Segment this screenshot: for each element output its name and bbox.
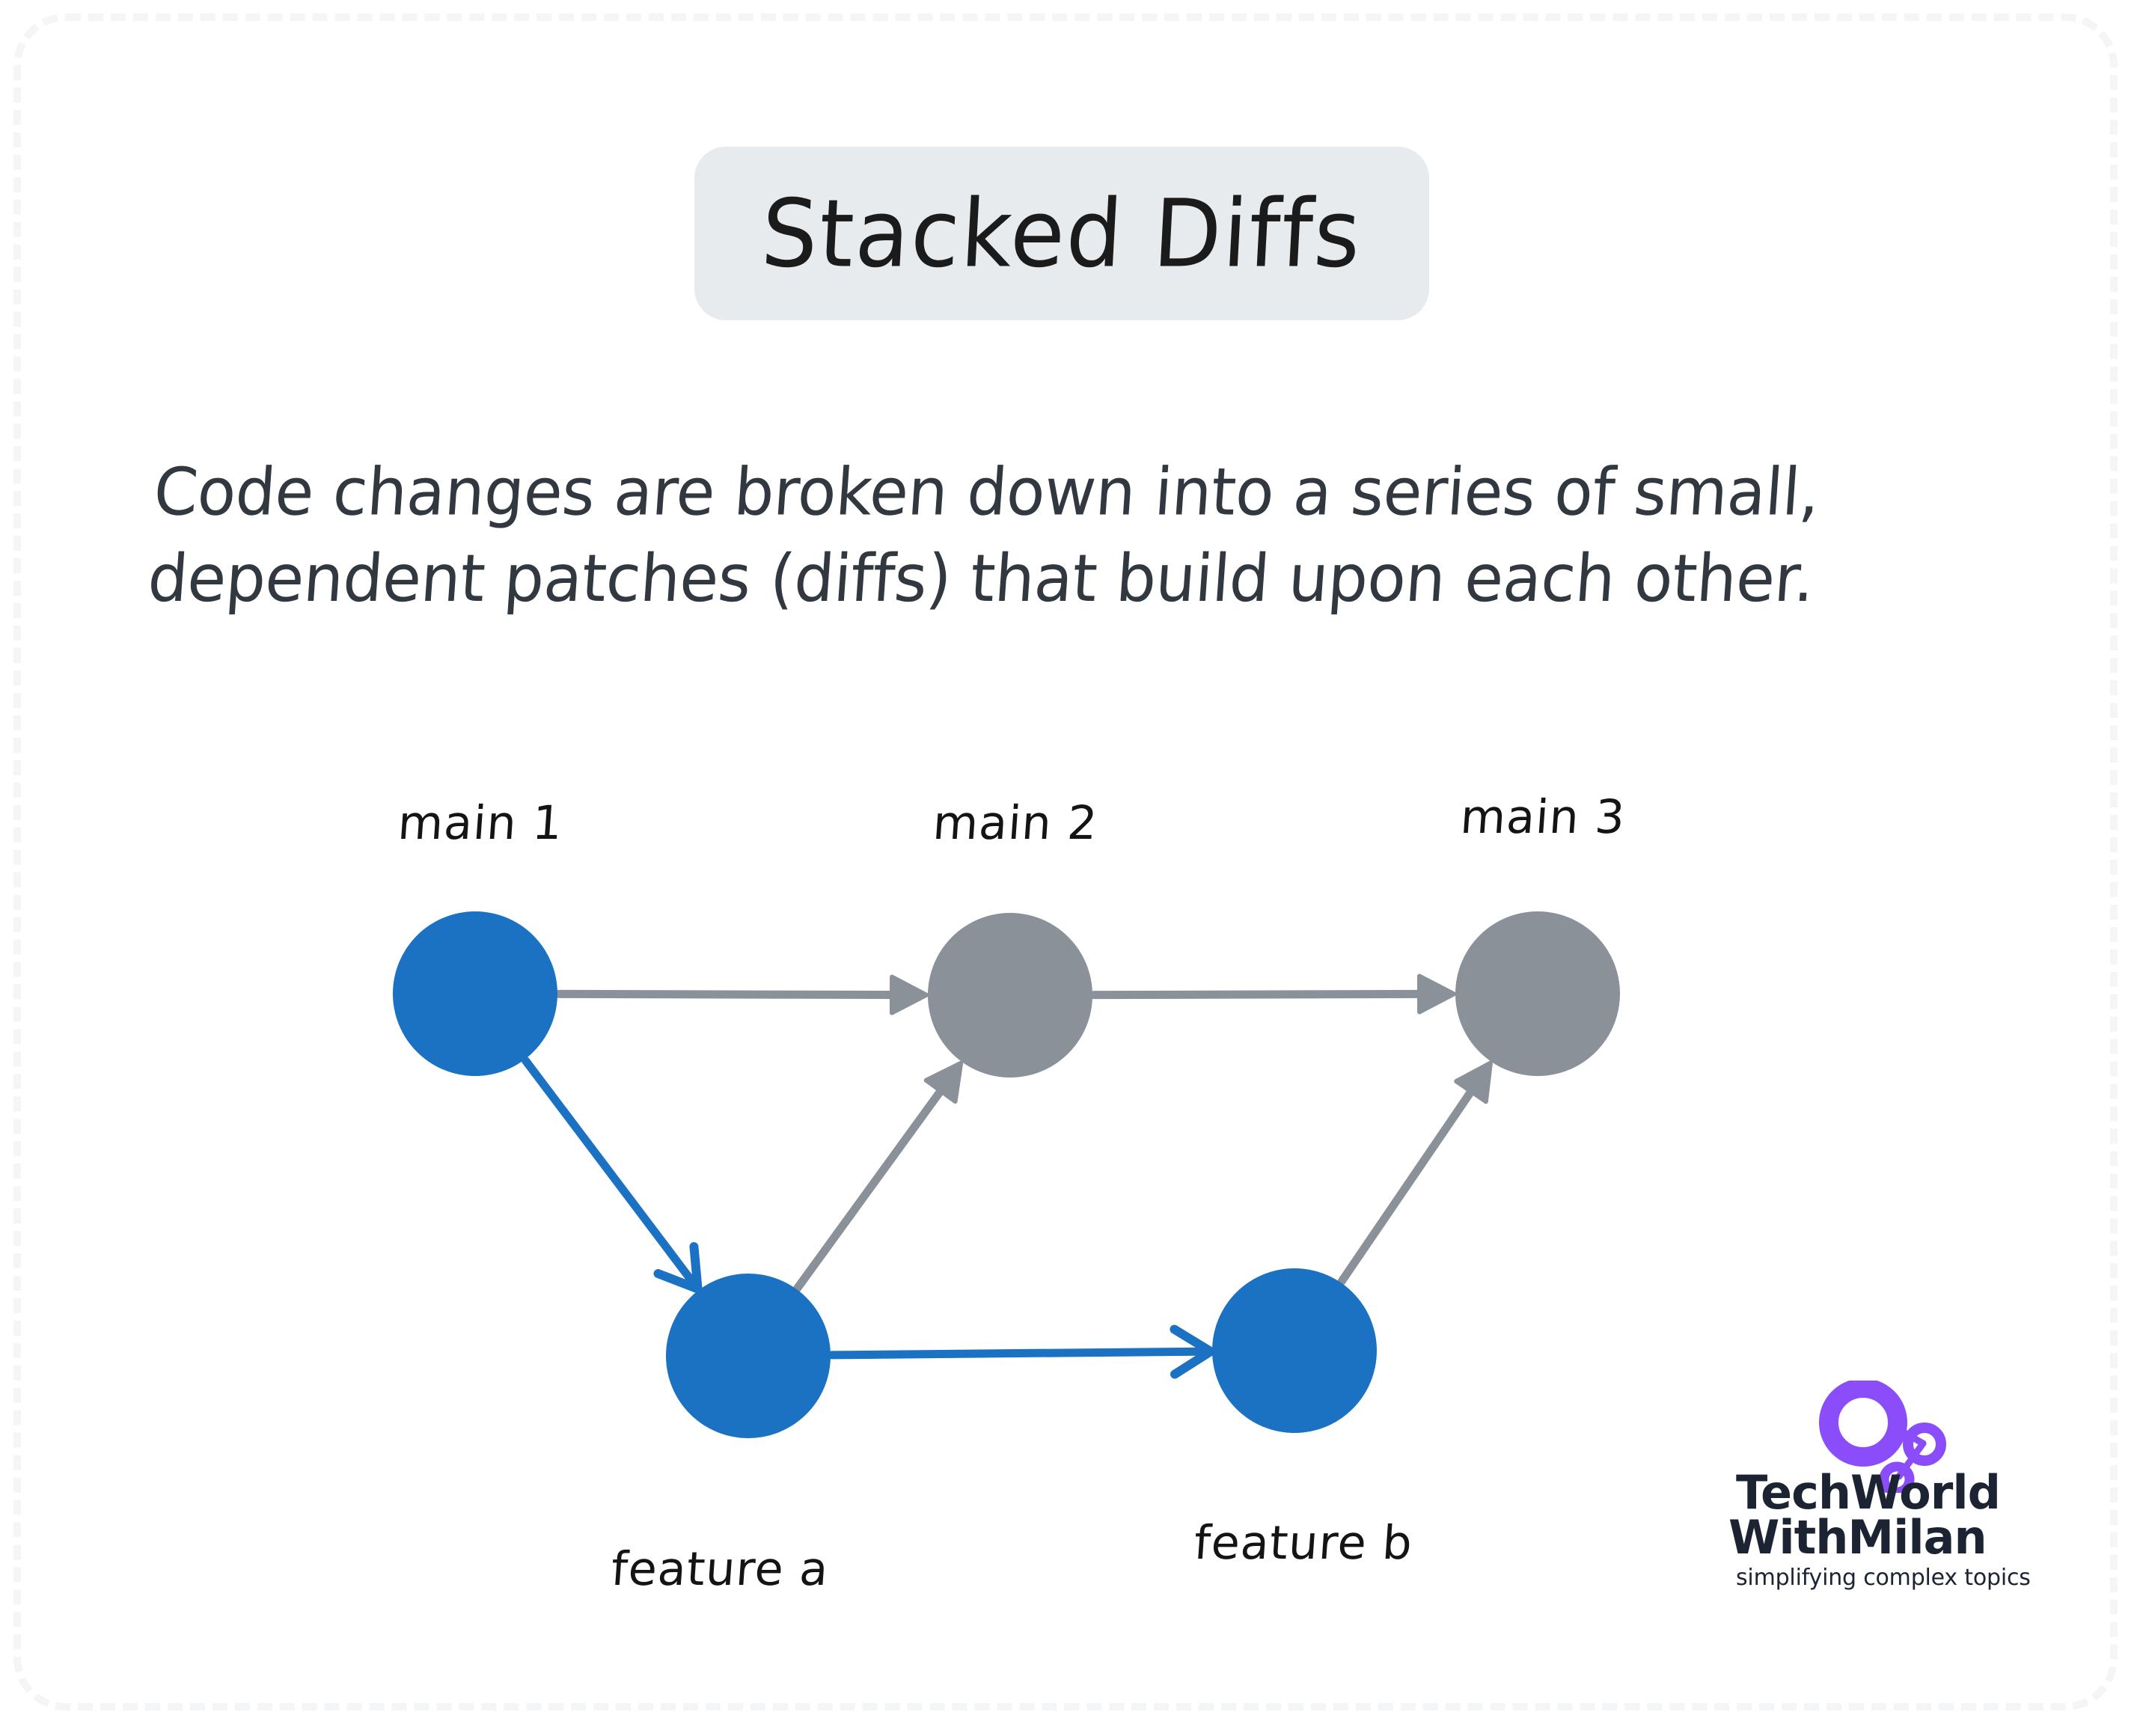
edge-featurea-to-featureb <box>828 1324 1216 1379</box>
edge-main1-to-featurea <box>521 1056 703 1294</box>
node-label-main3: main 3 <box>1458 789 1628 844</box>
node-main3[interactable] <box>1455 911 1620 1076</box>
node-label-featurea: feature a <box>609 1541 831 1596</box>
logo-wordmark: TechWorld WithMilan simplifying complex … <box>1728 1465 2043 1592</box>
edge-featureb-to-main3 <box>1337 1060 1493 1286</box>
edge-main1-to-main2 <box>554 974 929 1015</box>
brand-logo: TechWorld WithMilan simplifying complex … <box>1728 1381 2043 1605</box>
edge-main2-to-main3 <box>1089 974 1456 1015</box>
node-label-featureb: feature b <box>1192 1515 1415 1570</box>
node-layer <box>393 911 1620 1438</box>
node-featureb[interactable] <box>1212 1268 1377 1433</box>
edge-featurea-to-main2 <box>793 1060 964 1292</box>
logo-line-techworld: TechWorld <box>1736 1465 2001 1520</box>
node-main2[interactable] <box>928 913 1092 1078</box>
network-nodes-icon <box>1819 1381 1946 1493</box>
logo-line-withmilan: WithMilan <box>1728 1510 1987 1565</box>
title-badge: Stacked Diffs <box>694 147 1429 320</box>
node-featurea[interactable] <box>666 1274 831 1438</box>
logo-tagline: simplifying complex topics <box>1736 1565 2031 1592</box>
node-label-main1: main 1 <box>396 795 566 850</box>
node-label-main2: main 2 <box>931 795 1101 850</box>
edge-layer <box>521 974 1493 1379</box>
node-main1[interactable] <box>393 911 557 1076</box>
